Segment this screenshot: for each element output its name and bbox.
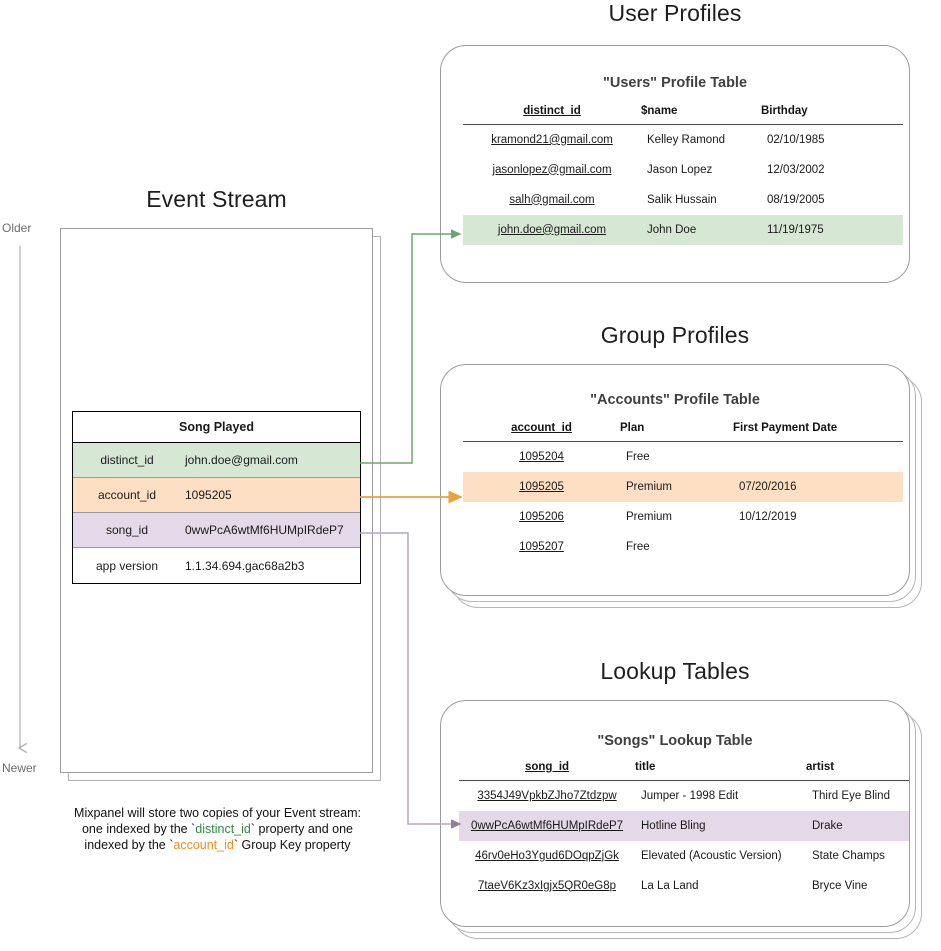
cell-song-id: 7taeV6Kz3xIgjx5QR0eG8p	[477, 879, 617, 892]
property-key: song_id	[105, 523, 149, 537]
cell-birthday: 08/19/2005	[767, 193, 825, 206]
event-property-row: distinct_id john.doe@gmail.com	[73, 443, 360, 478]
cell-song-id: 3354J49VpkbZJho7Ztdzpw	[477, 789, 617, 802]
cell-name: Salik Hussain	[647, 193, 717, 206]
event-stream-caption: Mixpanel will store two copies of your E…	[30, 805, 405, 853]
cell-plan: Free	[626, 540, 650, 553]
users-table-title: "Users" Profile Table	[602, 75, 748, 91]
users-table: distinct_id $name Birthday kramond21@gma…	[463, 105, 903, 245]
property-key: account_id	[97, 488, 157, 502]
cell-account-id: 1095206	[519, 510, 564, 523]
cell-name: John Doe	[641, 214, 761, 245]
table-row-highlighted: john.doe@gmail.com John Doe 11/19/1975	[463, 214, 903, 245]
cell-artist: Drake	[806, 810, 909, 841]
user-profiles-card: "Users" Profile Table distinct_id $name …	[440, 45, 910, 283]
cell-artist: State Champs	[812, 849, 885, 862]
column-header: title	[635, 761, 656, 773]
event-property-row: account_id 1095205	[73, 478, 360, 513]
table-row: 1095206 Premium 10/12/2019	[463, 502, 903, 532]
group-profiles-title: Group Profiles	[600, 322, 750, 348]
table-row: 3354J49VpkbZJho7Ztdzpw Jumper - 1998 Edi…	[459, 781, 909, 811]
cell-title: Jumper - 1998 Edit	[641, 789, 739, 802]
cell-birthday: 02/10/1985	[767, 133, 825, 146]
focused-event-name: Song Played	[73, 412, 360, 443]
cell-title: La La Land	[641, 879, 699, 892]
table-row: 46rv0eHo3Ygud6DOqpZjGk Elevated (Acousti…	[459, 841, 909, 871]
lookup-tables-title: Lookup Tables	[600, 658, 750, 684]
cell-name: Kelley Ramond	[647, 133, 725, 146]
property-value: 0wwPcA6wtMf6HUMpIRdeP7	[185, 523, 344, 537]
focused-event-card[interactable]: Song Played distinct_id john.doe@gmail.c…	[72, 411, 361, 584]
cell-first-payment-date	[733, 442, 903, 472]
cell-account-id: 1095207	[519, 540, 564, 553]
table-row: salh@gmail.com Salik Hussain 08/19/2005	[463, 185, 903, 215]
caption-line-1: Mixpanel will store two copies of your E…	[74, 806, 361, 820]
lookup-tables-card: "Songs" Lookup Table song_id title artis…	[440, 700, 910, 927]
caption-distinct-id-key: distinct_id	[195, 822, 251, 836]
cell-name: Jason Lopez	[647, 163, 713, 176]
caption-line-2b: ` property and one	[250, 822, 354, 836]
column-header: $name	[641, 105, 678, 117]
cell-song-id: 0wwPcA6wtMf6HUMpIRdeP7	[459, 810, 635, 841]
caption-line-3b: ` Group Key property	[233, 838, 351, 852]
event-property-row: app version 1.1.34.694.gac68a2b3	[73, 548, 360, 583]
column-header: Plan	[620, 422, 645, 434]
table-row: 1095204 Free	[463, 442, 903, 472]
caption-line-2a: one indexed by the `	[81, 822, 196, 836]
table-row-highlighted: 0wwPcA6wtMf6HUMpIRdeP7 Hotline Bling Dra…	[459, 810, 909, 841]
caption-account-id-key: account_id	[173, 838, 234, 852]
cell-artist: Third Eye Blind	[812, 789, 890, 802]
cell-first-payment-date: 10/12/2019	[739, 510, 797, 523]
user-profiles-title: User Profiles	[608, 0, 742, 26]
cell-song-id: 46rv0eHo3Ygud6DOqpZjGk	[475, 849, 619, 862]
column-header: Birthday	[761, 105, 808, 117]
event-stream-title: Event Stream	[146, 186, 287, 212]
cell-birthday: 12/03/2002	[767, 163, 825, 176]
property-key: distinct_id	[100, 453, 154, 467]
cell-birthday: 11/19/1975	[761, 214, 903, 245]
songs-table-title: "Songs" Lookup Table	[597, 733, 753, 749]
column-header: song_id	[524, 761, 570, 773]
cell-first-payment-date: 07/20/2016	[733, 471, 903, 502]
column-header: artist	[806, 761, 835, 773]
caption-line-3a: indexed by the `	[84, 838, 174, 852]
table-row: jasonlopez@gmail.com Jason Lopez 12/03/2…	[463, 155, 903, 185]
cell-account-id: 1095204	[519, 450, 564, 463]
table-row: 1095207 Free	[463, 532, 903, 562]
header-rule	[459, 780, 909, 781]
property-key: app version	[95, 558, 159, 573]
songs-table: song_id title artist 3354J49VpkbZJho7Ztd…	[459, 761, 909, 901]
column-header: distinct_id	[523, 105, 581, 117]
group-profiles-card: "Accounts" Profile Table account_id Plan…	[440, 364, 910, 596]
table-row: kramond21@gmail.com Kelley Ramond 02/10/…	[463, 125, 903, 155]
cell-plan: Premium	[620, 471, 733, 502]
column-header: First Payment Date	[733, 422, 838, 434]
table-row-highlighted: 1095205 Premium 07/20/2016	[463, 471, 903, 502]
cell-distinct-id: john.doe@gmail.com	[463, 214, 641, 245]
cell-distinct-id: jasonlopez@gmail.com	[492, 163, 612, 176]
axis-label-older: Older	[2, 221, 32, 235]
cell-title: Elevated (Acoustic Version)	[641, 849, 782, 862]
header-rule	[463, 124, 903, 125]
cell-title: Hotline Bling	[635, 810, 806, 841]
cell-distinct-id: salh@gmail.com	[509, 193, 595, 206]
column-header: account_id	[511, 422, 572, 434]
header-rule	[463, 441, 903, 442]
cell-plan: Free	[626, 450, 650, 463]
accounts-table-title: "Accounts" Profile Table	[590, 392, 760, 408]
cell-first-payment-date	[733, 532, 903, 562]
property-value: john.doe@gmail.com	[185, 453, 298, 467]
cell-distinct-id: kramond21@gmail.com	[491, 133, 613, 146]
property-value: 1095205	[185, 488, 232, 502]
event-property-row: song_id 0wwPcA6wtMf6HUMpIRdeP7	[73, 513, 360, 548]
property-value: 1.1.34.694.gac68a2b3	[185, 558, 305, 573]
cell-account-id: 1095205	[463, 471, 620, 502]
table-row: 7taeV6Kz3xIgjx5QR0eG8p La La Land Bryce …	[459, 871, 909, 901]
cell-artist: Bryce Vine	[812, 879, 868, 892]
cell-plan: Premium	[626, 510, 673, 523]
axis-label-newer: Newer	[2, 761, 37, 775]
accounts-table: account_id Plan First Payment Date 10952…	[463, 422, 903, 562]
